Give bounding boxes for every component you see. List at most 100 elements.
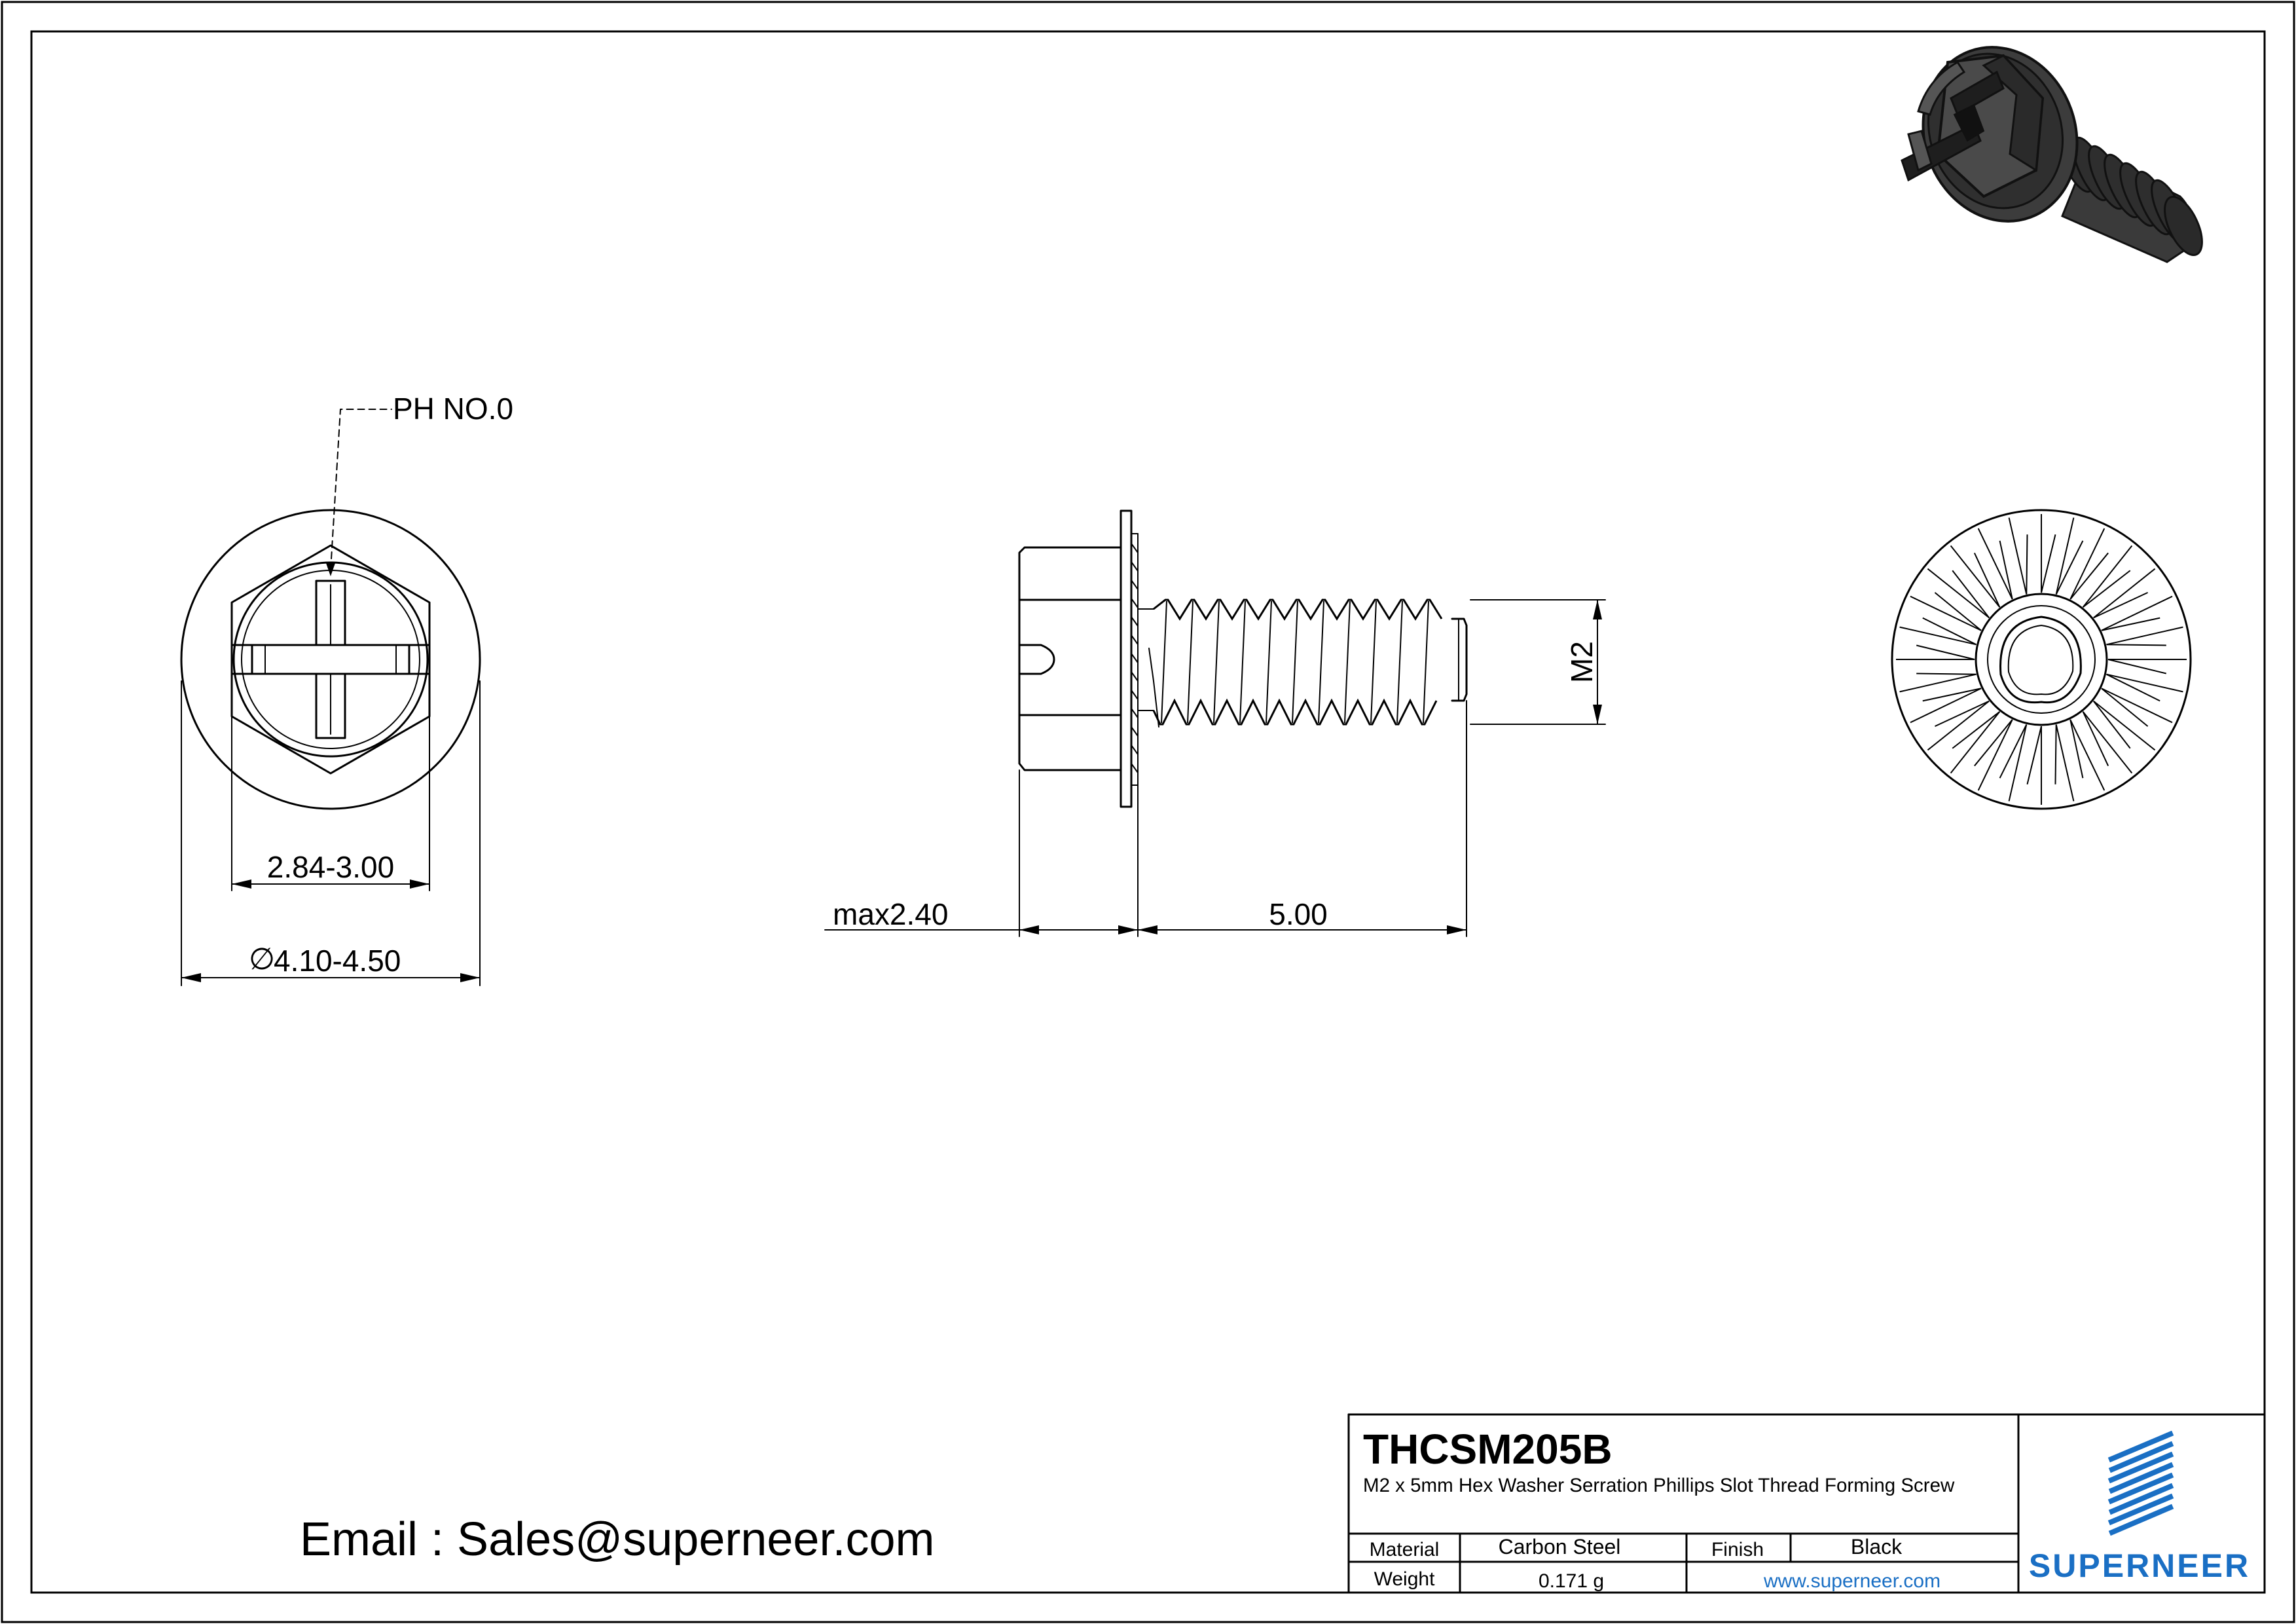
- serration-ridge: [2106, 626, 2183, 646]
- serration-ridge: [1950, 545, 2001, 608]
- serration-ridge: [2106, 644, 2166, 646]
- dim-thread: [1470, 599, 1606, 725]
- thread-flank: [1370, 600, 1377, 724]
- material-value: Carbon Steel: [1499, 1535, 1621, 1559]
- serration-ridge: [1999, 724, 2028, 779]
- thread-top-profile: [1153, 599, 1443, 621]
- thread-bottom-profile: [1152, 698, 1438, 726]
- contact-email[interactable]: Email : Sales@superneer.com: [300, 1513, 935, 1566]
- side-view: [1018, 509, 1468, 808]
- thread-flank: [1423, 600, 1429, 724]
- serration-ridge: [2101, 617, 2160, 631]
- serration-ridge: [1922, 688, 1982, 702]
- logo-stripe: [2108, 1441, 2174, 1473]
- serration-ridge: [2008, 724, 2028, 802]
- ph-callout: [326, 409, 392, 576]
- flange-serration: [1131, 561, 1139, 572]
- serration-ridge: [1916, 644, 1975, 660]
- flange-serration: [1131, 726, 1139, 737]
- serration-ridge: [2092, 700, 2131, 749]
- ph-callout-label: PH NO.0: [393, 392, 513, 426]
- logo-stripe: [2107, 1451, 2174, 1484]
- serration-ridge: [1977, 528, 2013, 600]
- serration-ridge: [2093, 591, 2148, 619]
- superneer-logo-icon: [2107, 1430, 2174, 1536]
- serration-ridge: [2101, 688, 2149, 727]
- serration-ridge: [2041, 534, 2056, 593]
- weight-label: Weight: [1374, 1568, 1435, 1590]
- serration-ridge: [2106, 673, 2183, 693]
- serration-ridge: [2082, 570, 2131, 608]
- serration-ridge: [1910, 595, 1982, 631]
- serration-ridge: [1935, 700, 1990, 728]
- serration-ridge: [1916, 673, 1977, 675]
- thread-flank: [1318, 600, 1324, 724]
- logo-stripe: [2107, 1430, 2174, 1463]
- serration-ridge: [1899, 673, 1977, 693]
- logo-stripe: [2108, 1504, 2174, 1536]
- serration-ridge: [1950, 711, 2001, 774]
- thread-flank: [1266, 600, 1272, 724]
- logo-stripe: [2107, 1493, 2174, 1526]
- serration-ridge: [2069, 528, 2105, 600]
- serration-ridge: [2101, 688, 2173, 724]
- serration-ridge: [2069, 719, 2105, 791]
- serration-ridge: [1973, 553, 2001, 608]
- serration-ridge: [2054, 724, 2057, 784]
- material-label: Material: [1370, 1539, 1440, 1560]
- flange-serration: [1131, 635, 1139, 645]
- dim-thread-label: M2: [1565, 641, 1599, 683]
- flange-serration: [1131, 580, 1139, 590]
- part-number: THCSM205B: [1363, 1426, 1613, 1473]
- thread-flank: [1161, 600, 1167, 724]
- dim-length: [824, 700, 1467, 937]
- logo-stripe: [2108, 1462, 2174, 1494]
- serration-ridge: [1934, 592, 1982, 631]
- serration-ridge: [2026, 726, 2042, 785]
- flange-serration: [1131, 690, 1139, 700]
- website-link[interactable]: www.superneer.com: [1763, 1570, 1941, 1592]
- serration-ridge: [1927, 568, 1990, 619]
- serration-ridge: [2082, 711, 2133, 774]
- dim-head-diameter: [181, 680, 481, 986]
- finish-label: Finish: [1711, 1539, 1764, 1560]
- serration-ridge: [2093, 700, 2156, 751]
- serration-ridge: [2105, 673, 2160, 702]
- serration-ridge: [2093, 568, 2156, 619]
- serration-ridge: [1974, 719, 2013, 767]
- thread-flank: [1344, 600, 1351, 724]
- serration-ridge: [1952, 710, 2001, 749]
- title-block: [1347, 1413, 2266, 1594]
- serration-ridge: [2055, 540, 2084, 595]
- diameter-symbol: ∅: [249, 942, 275, 976]
- dim-head-height-label: max2.40: [833, 897, 948, 931]
- flange-serration: [1131, 745, 1139, 755]
- isometric-screw-render: [1901, 46, 2203, 263]
- flange-serration: [1131, 708, 1139, 718]
- thread-flank: [1396, 600, 1403, 724]
- flange-serration: [1131, 616, 1139, 627]
- serration-ridge: [2107, 659, 2167, 674]
- bottom-view: [1891, 509, 2192, 810]
- finish-value: Black: [1851, 1535, 1903, 1559]
- thread-flank: [1187, 600, 1194, 724]
- top-view: [180, 509, 481, 810]
- flange-serration: [1131, 543, 1139, 553]
- dim-length-label: 5.00: [1269, 897, 1328, 931]
- thread-flank: [1213, 600, 1220, 724]
- serration-ridge: [2101, 595, 2173, 631]
- serration-ridge: [2082, 711, 2109, 766]
- serration-ridge: [2026, 534, 2028, 595]
- thread-flank: [1292, 600, 1298, 724]
- flange-serration: [1131, 653, 1139, 663]
- flange-serration: [1131, 763, 1139, 773]
- flange-serration: [1131, 598, 1139, 608]
- dim-slot-width: [231, 673, 430, 891]
- serration-ridge: [2008, 517, 2028, 595]
- serration-ridge: [1922, 617, 1977, 646]
- serration-ridge: [2082, 545, 2133, 608]
- dim-head-diameter-label: 4.10-4.50: [274, 944, 401, 978]
- serration-ridge: [1899, 626, 1977, 646]
- serration-ridge: [1999, 540, 2013, 600]
- flange-serration: [1131, 671, 1139, 682]
